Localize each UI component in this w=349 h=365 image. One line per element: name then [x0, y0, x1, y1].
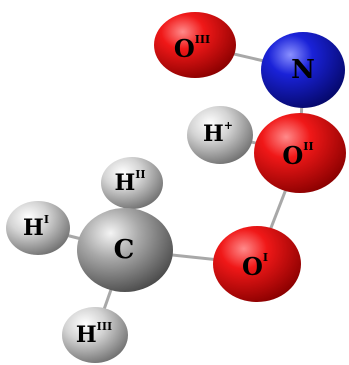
nitrogen-sphere — [261, 32, 345, 108]
oxygen-sphere — [213, 226, 301, 302]
carbon-sphere — [77, 208, 173, 292]
atom-label: C — [114, 235, 135, 265]
atom-label: OII — [282, 140, 313, 170]
hydrogen-sphere — [101, 157, 163, 209]
atom-hplus: H+ — [187, 106, 253, 164]
hydrogen-sphere — [62, 307, 128, 363]
atom-h2: HII — [101, 157, 163, 209]
atom-c: C — [77, 208, 173, 292]
atom-label: N — [291, 55, 315, 85]
atom-label: HI — [23, 213, 49, 242]
atom-label: HIII — [76, 320, 112, 349]
atom-o1: OI — [213, 226, 301, 302]
hydrogen-sphere — [187, 106, 253, 164]
oxygen-sphere — [154, 12, 236, 78]
hydrogen-sphere — [6, 201, 70, 255]
atom-o2: OII — [254, 113, 346, 193]
atom-label: OIII — [174, 33, 210, 63]
atom-h1: HI — [6, 201, 70, 255]
atom-h3: HIII — [62, 307, 128, 363]
atom-label: H+ — [203, 119, 233, 148]
atom-label: OI — [242, 251, 268, 281]
atom-n: N — [261, 32, 345, 108]
atom-label: HII — [114, 168, 145, 197]
atom-o3: OIII — [154, 12, 236, 78]
oxygen-sphere — [254, 113, 346, 193]
